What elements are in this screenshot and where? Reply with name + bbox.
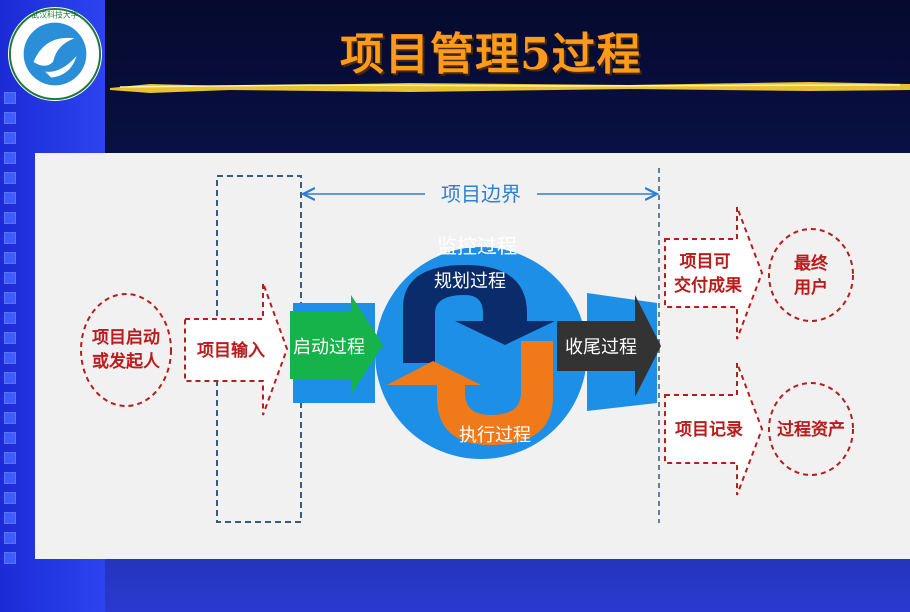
end-user-ellipse [768, 228, 854, 322]
planning-label: 规划过程 [434, 271, 506, 292]
boundary-label: 项目边界 [441, 182, 521, 206]
deliverables-label-1: 项目可 [680, 252, 731, 272]
page-title: 项目管理5过程 [340, 29, 642, 80]
end-user-label-2: 用户 [794, 277, 828, 298]
input-label: 项目输入 [197, 340, 265, 361]
planning-arrow [403, 265, 555, 363]
deliverables-label-2: 交付成果 [674, 275, 742, 296]
input-boundary-box [216, 175, 302, 523]
initiating-label: 启动过程 [293, 337, 365, 358]
closing-arrow [557, 295, 661, 397]
records-arrow [664, 362, 764, 496]
assets-label: 过程资产 [777, 419, 845, 440]
logo-text: 武汉科技大学 [32, 10, 79, 20]
university-logo: 武汉科技大学 [7, 6, 103, 102]
closing-label: 收尾过程 [565, 337, 637, 358]
diagram-panel: 项目边界 监控过程 规划过程 执行过程 启动过程 收尾过程 项目启动 或发起人 … [35, 153, 910, 559]
records-label: 项目记录 [675, 420, 743, 440]
decorative-squares [4, 92, 20, 572]
initiating-arrow [290, 295, 383, 395]
initiator-ellipse [80, 293, 172, 407]
initiator-label-1: 项目启动 [92, 327, 160, 348]
input-arrow [184, 282, 289, 416]
title-underline [110, 82, 910, 93]
assets-ellipse [768, 382, 854, 476]
executing-label: 执行过程 [459, 425, 531, 446]
end-user-label-1: 最终 [794, 253, 829, 274]
deliverables-arrow [664, 206, 764, 340]
executing-arrow [387, 341, 553, 445]
initiator-label-2: 或发起人 [92, 351, 161, 372]
monitor-label: 监控过程 [437, 234, 517, 258]
